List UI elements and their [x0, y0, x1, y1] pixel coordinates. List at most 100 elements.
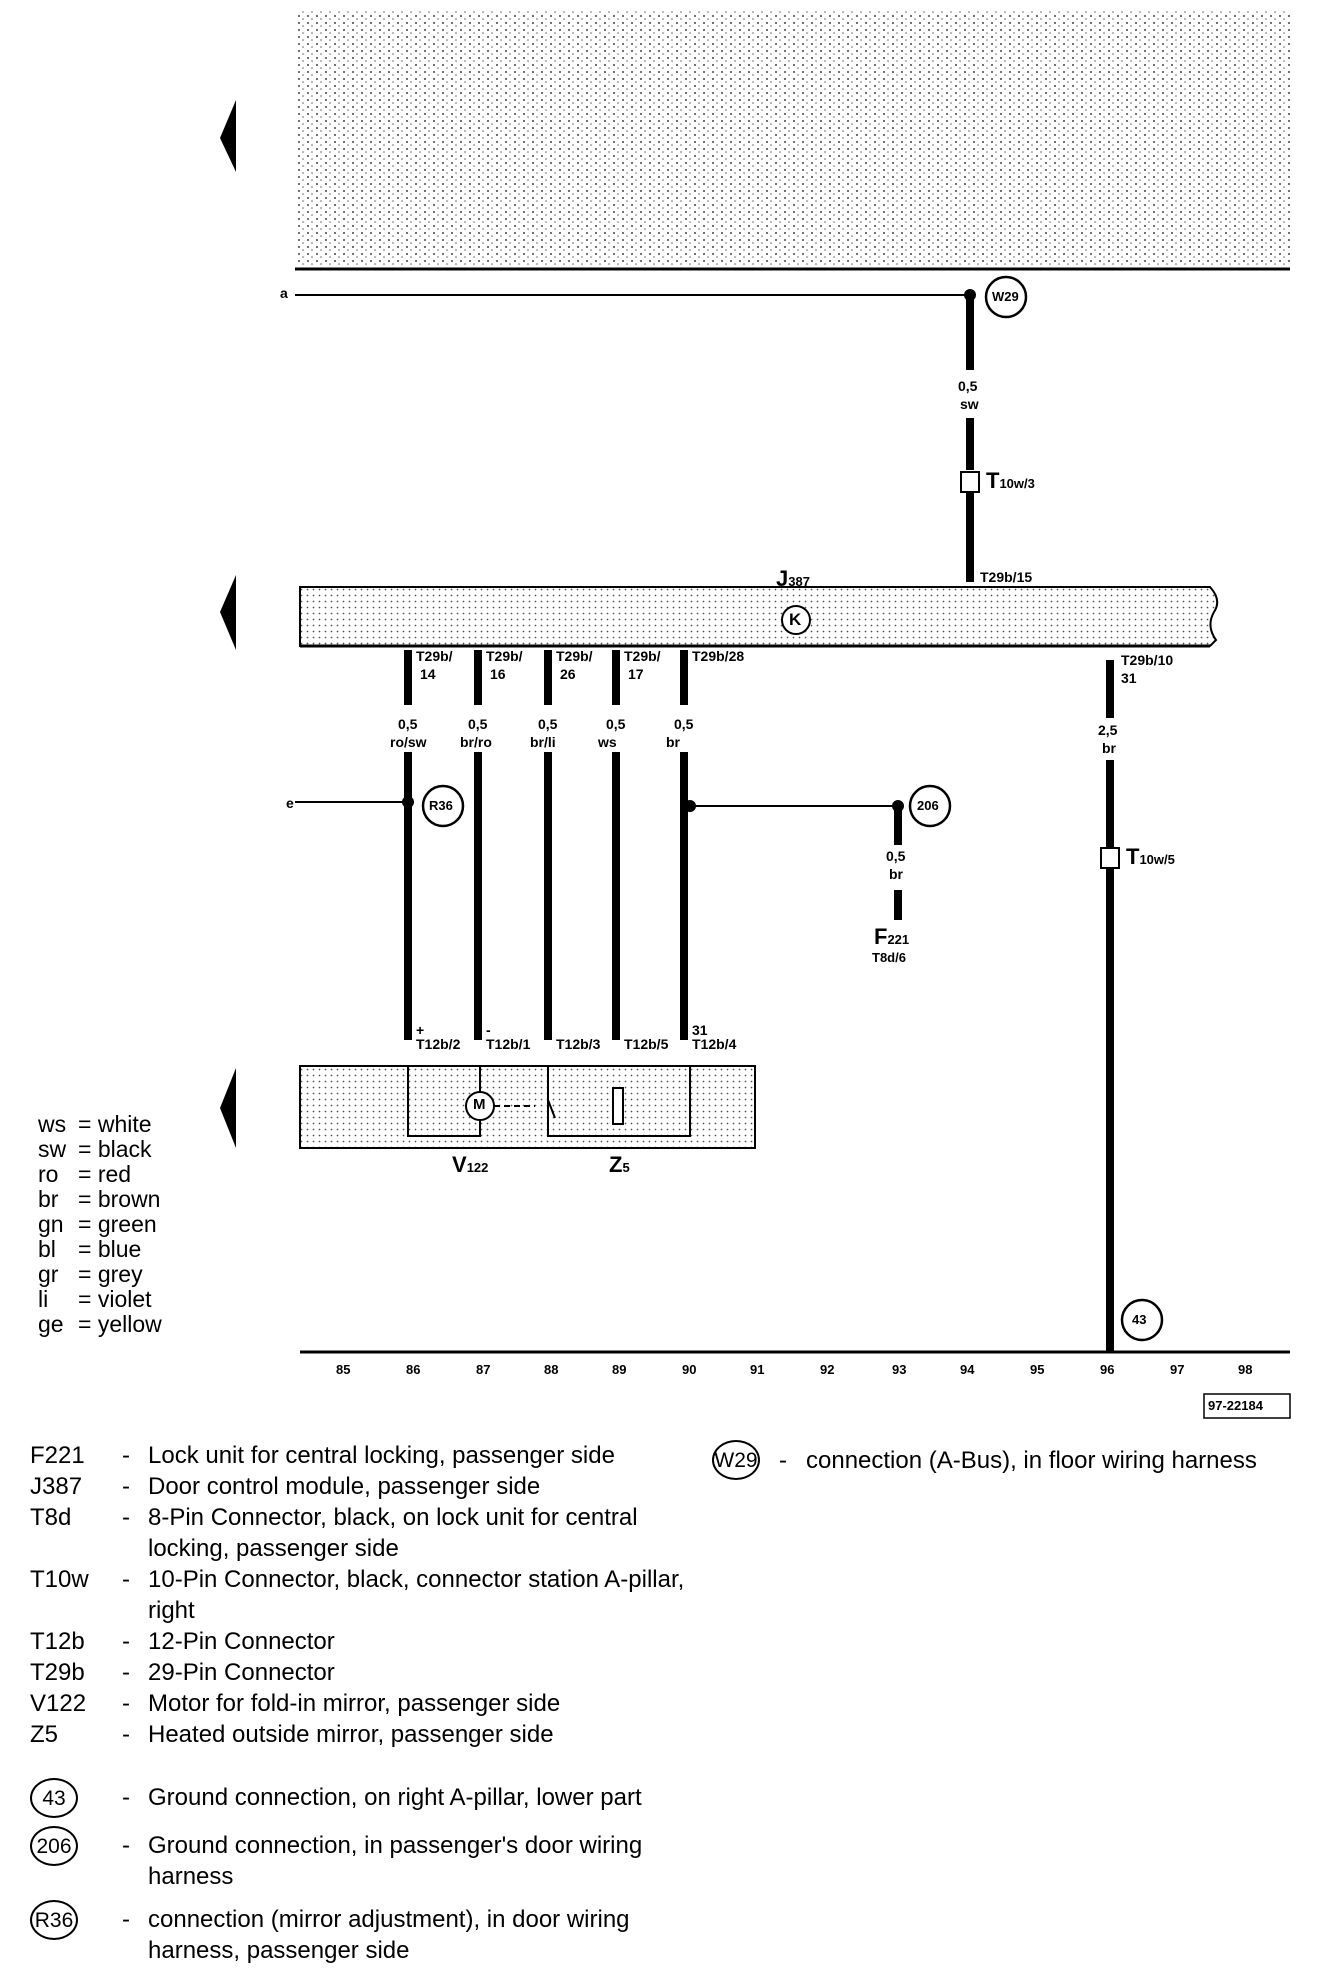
connector-t10w3	[960, 471, 980, 493]
ground-legend-circle: R36	[30, 1900, 78, 1940]
w29-legend-desc: connection (A-Bus), in floor wiring harn…	[806, 1446, 1257, 1474]
f221-pin-label: T8d/6	[872, 950, 906, 965]
scale-number: 92	[820, 1362, 835, 1377]
legend-item: T29b-29-Pin Connector	[30, 1657, 690, 1688]
color-key-row: sw= black	[38, 1136, 152, 1162]
legend-code: T10w	[30, 1566, 89, 1593]
v122-label: V122	[452, 1152, 489, 1177]
color-abbr: ro	[38, 1161, 59, 1187]
color-abbr: ge	[38, 1311, 64, 1337]
legend-code: F221	[30, 1442, 85, 1469]
f221-wire-color: br	[889, 866, 903, 882]
ground-legend-desc: Ground connection, on right A-pillar, lo…	[148, 1784, 642, 1811]
legend-code: T8d	[30, 1504, 72, 1531]
pin-wire-size: 0,5	[538, 716, 558, 732]
legend-item: T12b-12-Pin Connector	[30, 1626, 690, 1657]
lower-pin-prefix: 31	[692, 1022, 708, 1038]
left-arrow-icon-module	[220, 575, 236, 650]
legend-code: Z5	[30, 1721, 59, 1748]
legend-item: J387-Door control module, passenger side	[30, 1471, 690, 1502]
connection-w29-label: W29	[992, 289, 1019, 304]
lower-pin-label: T12b/4	[692, 1036, 737, 1052]
color-key-row: li= violet	[38, 1286, 152, 1312]
scale-number: 94	[960, 1362, 975, 1377]
motor-label: M	[473, 1096, 486, 1113]
color-key-row: bl= blue	[38, 1236, 142, 1262]
w29-legend: W29 - connection (A-Bus), in floor wirin…	[712, 1440, 1257, 1480]
right-pin-label: T29b/10	[1121, 652, 1174, 668]
ground-43-circle	[1120, 1298, 1164, 1342]
pin-wire-size: 0,5	[606, 716, 626, 732]
pin-wire-size: 0,5	[398, 716, 418, 732]
color-abbr: li	[38, 1286, 49, 1312]
color-name: yellow	[97, 1311, 162, 1337]
module-j387-label: J387	[776, 566, 810, 591]
color-name: black	[97, 1136, 152, 1162]
module-pin2-label: 17	[628, 666, 644, 682]
legend-desc: 29-Pin Connector	[148, 1659, 335, 1686]
legend-code: T29b	[30, 1659, 85, 1686]
lower-pin-label: T12b/3	[556, 1036, 601, 1052]
legend-item: T10w-10-Pin Connector, black, connector …	[30, 1564, 690, 1626]
module-pin2-label: 14	[420, 666, 436, 682]
scale-number: 88	[544, 1362, 559, 1377]
right-pin2-label: 31	[1121, 670, 1137, 686]
scale-number: 95	[1030, 1362, 1045, 1377]
lower-pin-label: T12b/5	[624, 1036, 669, 1052]
color-name: grey	[97, 1261, 143, 1287]
scale-number: 86	[406, 1362, 421, 1377]
color-name: red	[97, 1161, 132, 1187]
pin-wire-size: 0,5	[468, 716, 488, 732]
module-k-label: K	[789, 610, 802, 629]
color-name: blue	[97, 1236, 142, 1262]
scale-number: 97	[1170, 1362, 1185, 1377]
legend-desc: Lock unit for central locking, passenger…	[148, 1442, 615, 1469]
module-k-symbol	[781, 605, 811, 635]
pin-wire-color: ro/sw	[390, 734, 427, 750]
module-pin2-label: 16	[490, 666, 506, 682]
left-arrow-icon-bottom	[220, 1068, 236, 1148]
legend-desc: Door control module, passenger side	[148, 1473, 541, 1500]
legend-item: F221-Lock unit for central locking, pass…	[30, 1440, 690, 1471]
connector-t10w5-label: T10w/5	[1126, 844, 1175, 869]
legend-item: Z5-Heated outside mirror, passenger side	[30, 1719, 690, 1750]
ground-43-label: 43	[1132, 1312, 1147, 1327]
ground-legend-circle: 206	[30, 1826, 78, 1866]
drawing-number-box	[1203, 1393, 1291, 1419]
lower-pin-label: T12b/1	[486, 1036, 531, 1052]
color-key-row: gr= grey	[38, 1261, 143, 1287]
ground-legend-item: 206-Ground connection, in passenger's do…	[30, 1826, 690, 1892]
scale-number: 85	[336, 1362, 351, 1377]
heater-element	[612, 1087, 624, 1125]
lower-pin-prefix: -	[486, 1022, 491, 1038]
module-pin-label: T29b/	[556, 648, 593, 664]
color-key-row: gn= green	[38, 1211, 157, 1237]
module-pin2-label: 26	[560, 666, 576, 682]
lower-pin-label: T12b/2	[416, 1036, 461, 1052]
legend-desc: 12-Pin Connector	[148, 1628, 335, 1655]
color-abbr: sw	[38, 1136, 67, 1162]
legend-item: V122-Motor for fold-in mirror, passenger…	[30, 1688, 690, 1719]
scale-number: 90	[682, 1362, 697, 1377]
color-abbr: br	[38, 1186, 59, 1212]
legend-desc: Heated outside mirror, passenger side	[148, 1721, 554, 1748]
legend-desc: Motor for fold-in mirror, passenger side	[148, 1690, 561, 1717]
scale-number: 98	[1238, 1362, 1253, 1377]
module-pin-top: T29b/15	[980, 569, 1033, 585]
legend-code: T12b	[30, 1628, 85, 1655]
drawing-number: 97-22184	[1208, 1398, 1263, 1413]
scale-number: 87	[476, 1362, 491, 1377]
module-pin-label: T29b/28	[692, 648, 745, 664]
scale-number: 91	[750, 1362, 765, 1377]
legend-item: T8d-8-Pin Connector, black, on lock unit…	[30, 1502, 690, 1564]
color-key-row: br= brown	[38, 1186, 161, 1212]
z5-label: Z5	[609, 1152, 630, 1177]
color-abbr: ws	[38, 1111, 67, 1137]
scale-number: 89	[612, 1362, 627, 1377]
ground-legend-desc: connection (mirror adjustment), in door …	[148, 1906, 630, 1964]
top-wire-size: 0,5	[958, 378, 978, 394]
right-wire-size: 2,5	[1098, 722, 1118, 738]
module-pin-label: T29b/	[486, 648, 523, 664]
connector-t10w3-label: T10w/3	[986, 468, 1035, 493]
ground-legend-desc: Ground connection, in passenger's door w…	[148, 1832, 643, 1890]
